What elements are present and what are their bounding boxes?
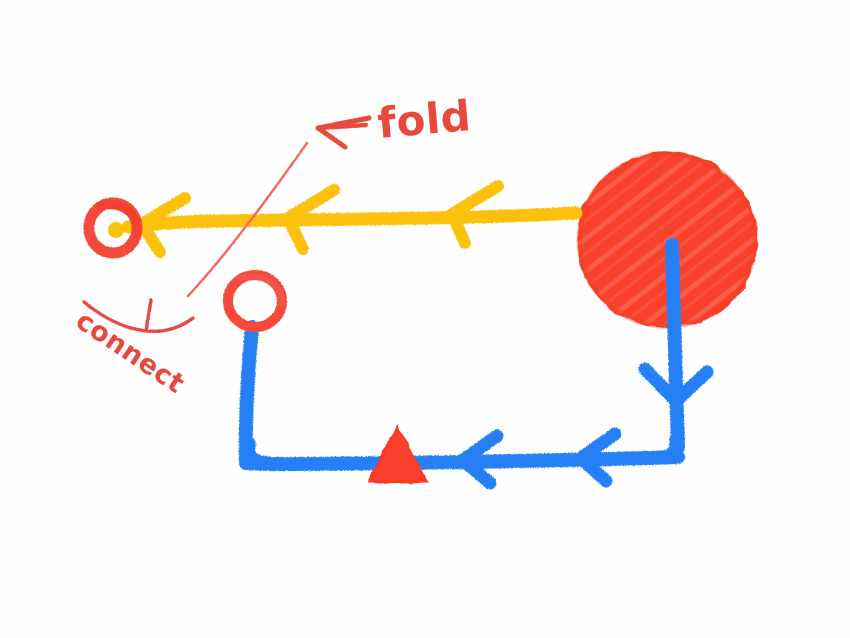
blue-source-ring[interactable] xyxy=(223,270,287,332)
connect-brace xyxy=(82,298,195,333)
fold-label-text: fold xyxy=(376,91,474,148)
left-arrow-icon xyxy=(315,115,372,150)
yellow-target-ring[interactable] xyxy=(83,197,143,259)
red-triangle-marker[interactable] xyxy=(367,423,428,483)
connect-label-text: connect xyxy=(70,305,190,400)
big-red-disc[interactable] xyxy=(576,151,758,329)
fold-label: fold xyxy=(376,91,474,148)
connect-label: connect xyxy=(70,305,190,400)
yellow-edge[interactable] xyxy=(121,180,583,258)
fold-slash xyxy=(186,141,309,298)
